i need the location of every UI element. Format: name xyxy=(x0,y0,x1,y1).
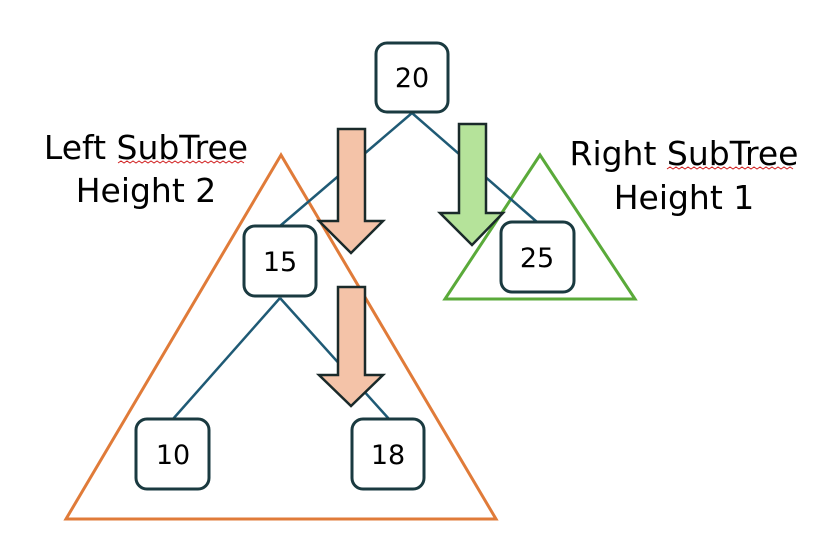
node-value: 20 xyxy=(395,63,429,94)
left-height-arrow-upper xyxy=(315,127,387,255)
right-subtree-caption-line1: Right SubTree xyxy=(570,134,799,173)
node-value: 18 xyxy=(371,440,405,471)
right-subtree-caption-line2: Height 1 xyxy=(614,178,755,217)
tree-node-left-right: 18 xyxy=(350,417,426,491)
left-subtree-triangle xyxy=(63,152,499,521)
edge-left-leftleaf xyxy=(172,297,281,420)
node-value: 10 xyxy=(156,440,190,471)
left-height-arrow-lower xyxy=(315,285,387,408)
tree-node-left-left: 10 xyxy=(134,417,211,491)
right-subtree-triangle xyxy=(442,152,638,301)
right-height-arrow xyxy=(436,122,506,247)
tree-node-left: 15 xyxy=(242,224,318,298)
spellcheck-underline xyxy=(117,160,245,164)
tree-node-right: 25 xyxy=(499,220,576,294)
spellcheck-underline xyxy=(666,166,794,170)
left-subtree-caption-line1: Left SubTree xyxy=(44,128,248,167)
node-value: 25 xyxy=(520,243,554,274)
tree-node-root: 20 xyxy=(374,41,450,114)
node-value: 15 xyxy=(263,247,297,278)
left-subtree-caption-line2: Height 2 xyxy=(76,171,217,210)
edge-left-rightleaf xyxy=(279,297,390,420)
